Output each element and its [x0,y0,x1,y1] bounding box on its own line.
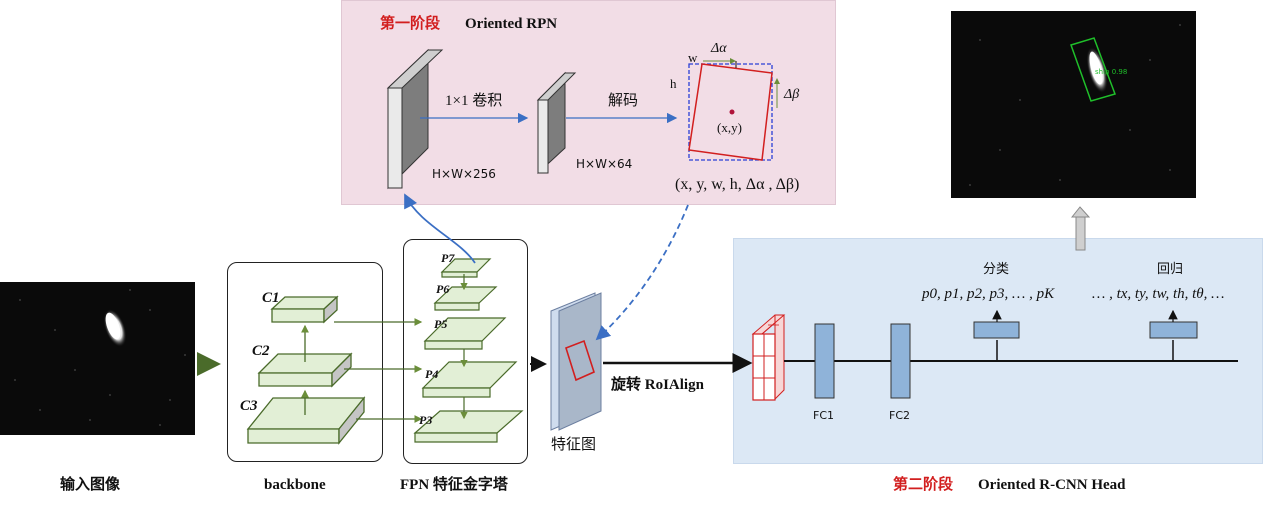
feature-map-label: 特征图 [551,437,597,453]
stage2-prefix: 第二阶段 [893,477,954,493]
cls-fc-block [973,321,1020,339]
stage1-name: Oriented RPN [465,16,558,32]
fpn-p4-slab [421,361,518,398]
detection-score-label: ship 0.98 [1095,68,1128,76]
feat64-label: H×W×64 [576,157,633,171]
fpn-p5-slab [423,317,507,350]
feat256-label: H×W×256 [432,167,496,181]
c3-label: C3 [240,398,258,414]
fpn-label: FPN 特征金字塔 [400,477,508,493]
input-image [0,282,195,435]
reg-output-label: … , tx, ty, tw, th, tθ, … [1092,286,1225,302]
decode-label: 解码 [608,93,639,109]
arrow-proposals-featuremap [595,204,689,341]
fc2-block [890,323,911,399]
backbone-panel [227,262,383,462]
c1-label: C1 [262,290,280,306]
box-h-label: h [670,76,677,91]
rpn-feature-256 [386,48,444,190]
input-image-label: 输入图像 [60,477,121,493]
fc1-block [814,323,835,399]
roi-feature-grid [751,314,786,401]
delta-beta-label: Δβ [784,87,800,102]
fc1-label: FC1 [813,409,835,422]
reg-label: 回归 [1157,261,1184,276]
p4-label: P4 [425,367,439,381]
center-label: (x,y) [717,120,742,135]
backbone-label: backbone [264,477,326,493]
arrow-fpn-rpn [404,193,476,264]
fpn-p7-slab [440,258,492,278]
roialign-label: 旋转 RoIAlign [611,377,704,393]
p3-label: P3 [419,413,433,427]
fpn-panel [403,239,528,464]
backbone-c1-slab [270,295,339,324]
fpn-p6-slab [433,286,498,311]
p5-label: P5 [434,317,448,331]
backbone-c2-slab [257,352,353,388]
backbone-c3-slab [246,396,366,445]
p7-label: P7 [441,251,455,265]
fc2-label: FC2 [889,409,911,422]
p6-label: P6 [436,282,450,296]
box-w-label: w [688,50,698,65]
c2-label: C2 [252,343,270,359]
detection-box [1070,37,1116,102]
stage1-prefix: 第一阶段 [380,16,441,32]
feature-map [550,292,602,431]
detection-image [951,11,1196,198]
stage2-name: Oriented R-CNN Head [978,477,1126,493]
rpn-output-label: (x, y, w, h, Δα , Δβ) [675,176,800,193]
fpn-p3-slab [413,410,524,443]
delta-alpha-label: Δα [711,41,727,56]
cls-output-label: p0, p1, p2, p3, … , pK [922,286,1055,302]
rpn-feature-64 [536,71,577,175]
reg-fc-block [1149,321,1198,339]
output-up-arrow [1070,206,1091,251]
oriented-box-schematic [688,58,780,161]
conv-label: 1×1 卷积 [445,93,503,109]
cls-label: 分类 [983,261,1010,276]
